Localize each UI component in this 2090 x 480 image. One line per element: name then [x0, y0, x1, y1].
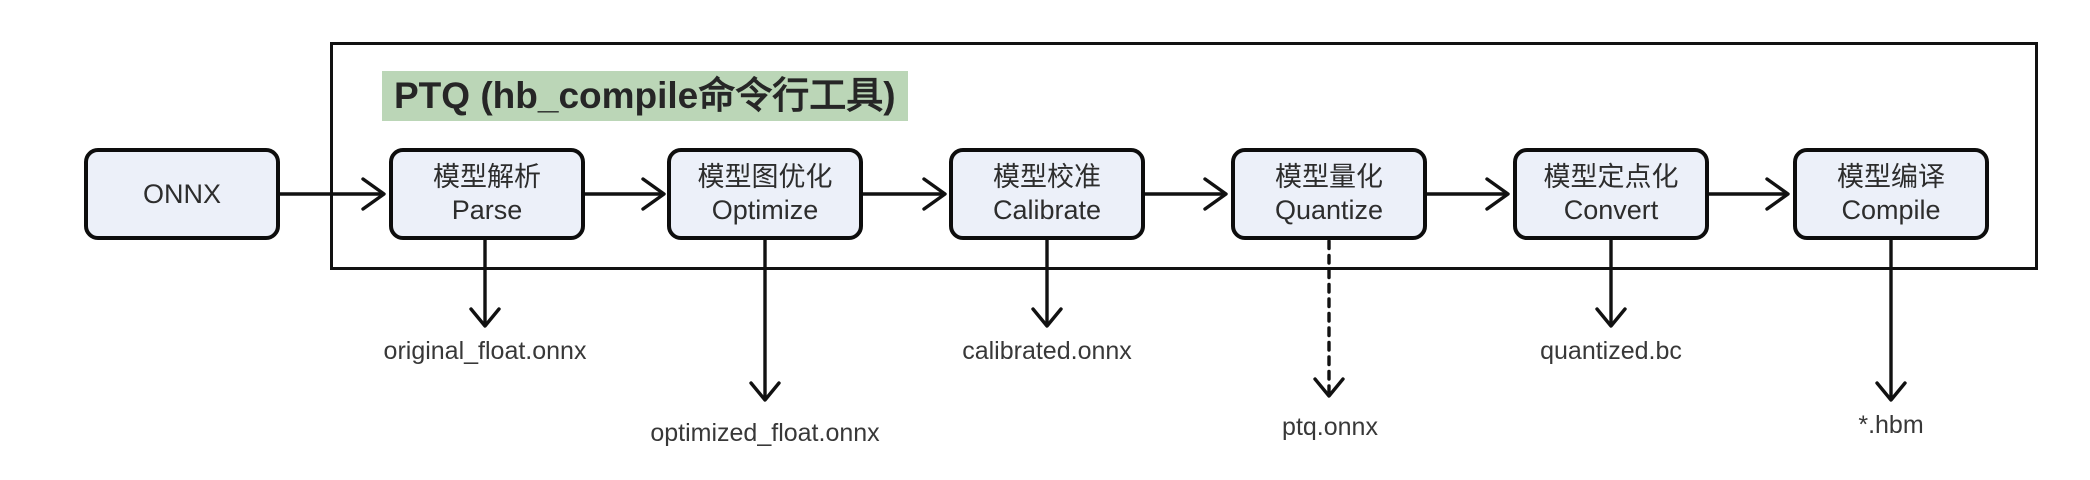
ptq-stage-container [330, 42, 2038, 270]
node-compile-label-en: Compile [1841, 195, 1941, 225]
node-calibrate-label-en: Calibrate [992, 195, 1102, 225]
node-convert-label-zh: 模型定点化 [1543, 162, 1679, 192]
node-convert-label-en: Convert [1563, 195, 1659, 225]
node-optimize-label-en: Optimize [711, 195, 819, 225]
node-compile-label-zh: 模型编译 [1837, 162, 1945, 192]
output-label-optimized-float-onnx: optimized_float.onnx [650, 419, 880, 447]
node-parse-label-zh: 模型解析 [433, 162, 541, 192]
node-optimize-label-zh: 模型图优化 [697, 162, 833, 192]
ptq-stage-title: PTQ (hb_compile命令行工具) [382, 71, 908, 121]
output-label-quantized-bc: quantized.bc [1540, 337, 1682, 365]
output-label-calibrated-onnx: calibrated.onnx [962, 337, 1132, 365]
node-onnx: ONNX [84, 148, 280, 240]
output-label-ptq-onnx: ptq.onnx [1282, 413, 1378, 441]
node-quantize-label-en: Quantize [1274, 195, 1384, 225]
node-calibrate: 模型校准 Calibrate [949, 148, 1145, 240]
node-quantize-label-zh: 模型量化 [1275, 162, 1383, 192]
node-onnx-label: ONNX [142, 178, 221, 209]
node-quantize: 模型量化 Quantize [1231, 148, 1427, 240]
node-calibrate-label-zh: 模型校准 [993, 162, 1101, 192]
node-convert: 模型定点化 Convert [1513, 148, 1709, 240]
output-label-original-float-onnx: original_float.onnx [383, 337, 587, 365]
node-parse-label-en: Parse [451, 195, 523, 225]
node-compile: 模型编译 Compile [1793, 148, 1989, 240]
node-parse: 模型解析 Parse [389, 148, 585, 240]
output-label-hbm: *.hbm [1858, 411, 1924, 439]
node-optimize: 模型图优化 Optimize [667, 148, 863, 240]
